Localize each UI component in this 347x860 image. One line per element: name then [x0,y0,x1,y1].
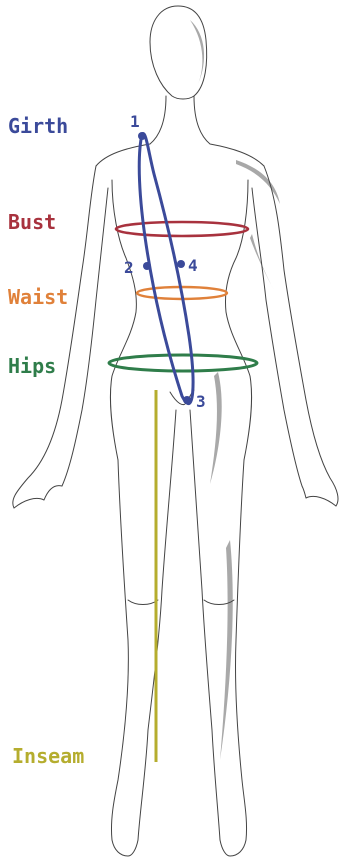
girth-point-3-label: 3 [196,394,206,410]
girth-point-4-label: 4 [188,258,198,274]
girth-point-2-label: 2 [124,260,134,276]
girth-point-1-marker [138,132,146,140]
girth-label: Girth [8,116,68,136]
girth-point-3-marker [183,396,191,404]
girth-point-2-marker [143,262,151,270]
bust-measure-ring [116,222,248,236]
girth-point-4-marker [177,260,185,268]
figure-shadow [190,20,280,760]
hips-label: Hips [8,356,56,376]
inseam-label: Inseam [12,746,84,766]
waist-label: Waist [8,287,68,307]
hips-measure-ring [109,355,257,371]
girth-point-1-label: 1 [130,114,140,130]
bust-label: Bust [8,212,56,232]
